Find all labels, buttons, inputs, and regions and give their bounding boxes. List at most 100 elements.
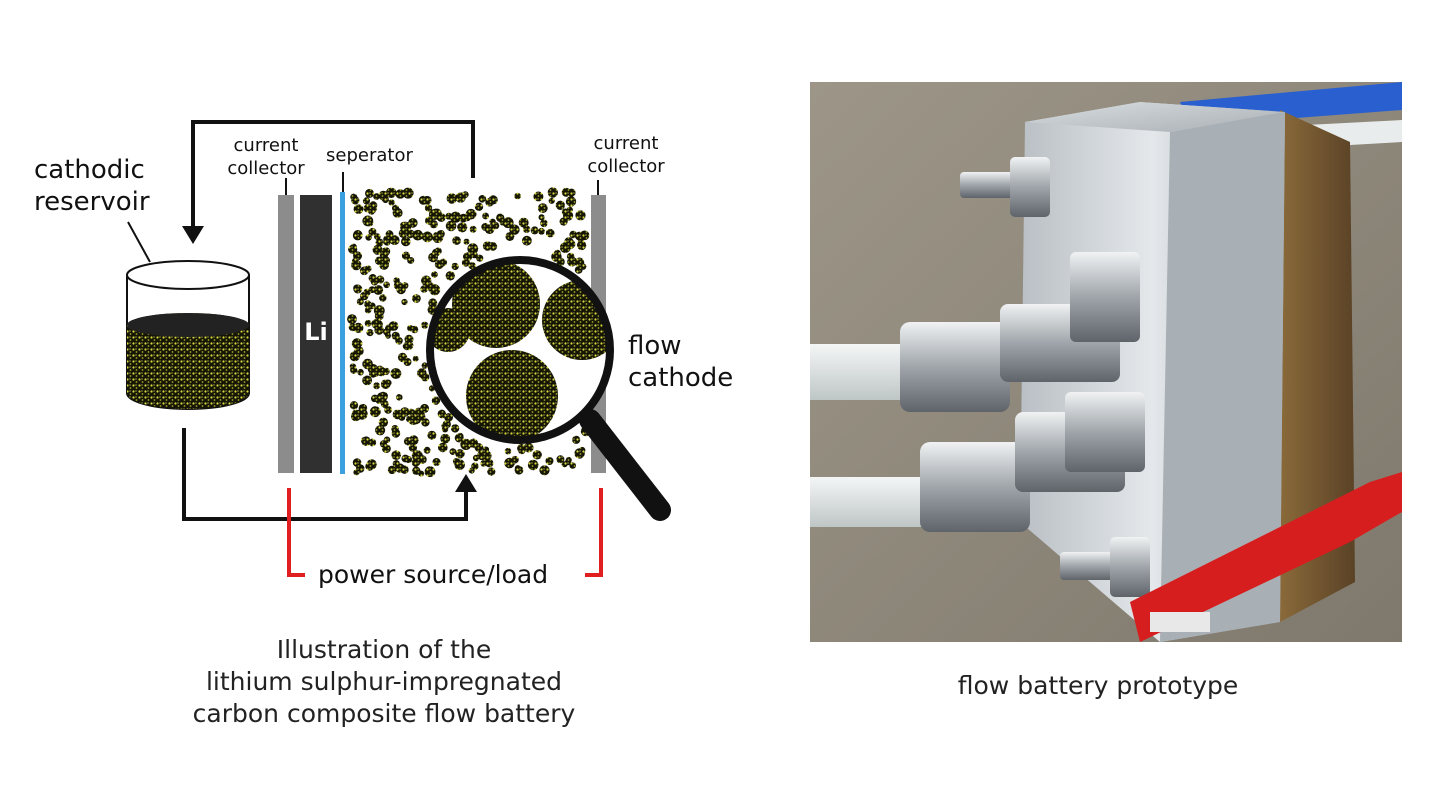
carbon-particle	[485, 197, 495, 207]
carbon-particle	[385, 230, 394, 239]
carbon-particle	[378, 417, 389, 427]
carbon-particle	[363, 204, 372, 213]
carbon-particle	[362, 375, 372, 386]
current-collector-right-label: current collector	[578, 132, 674, 178]
carbon-particle	[460, 438, 472, 450]
carbon-particle	[565, 196, 577, 207]
carbon-particle	[369, 406, 381, 418]
carbon-particle	[365, 234, 372, 241]
carbon-particle	[375, 238, 384, 247]
carbon-particle	[576, 240, 587, 251]
li-label: Li	[304, 318, 328, 346]
carbon-particle	[434, 247, 442, 255]
carbon-particle	[401, 251, 411, 260]
carbon-particle	[388, 199, 395, 206]
carbon-particle	[391, 450, 402, 461]
carbon-particle	[412, 355, 419, 362]
carbon-particle	[383, 436, 391, 444]
carbon-particle	[388, 321, 399, 331]
carbon-particle	[374, 233, 381, 240]
carbon-particle	[446, 223, 454, 231]
carbon-particle	[428, 252, 438, 263]
power-source-label: power source/load	[318, 560, 549, 589]
collector-right-line-2: collector	[587, 156, 665, 177]
carbon-particle	[514, 465, 524, 475]
carbon-particle	[489, 218, 496, 225]
carbon-particle	[373, 382, 381, 390]
carbon-particle	[545, 457, 554, 465]
carbon-particle	[420, 403, 430, 413]
carbon-particle	[523, 442, 534, 453]
carbon-particle	[476, 254, 484, 262]
carbon-particle	[553, 251, 562, 259]
carbon-particle	[396, 394, 403, 401]
carbon-particle	[469, 225, 477, 233]
carbon-particle	[564, 458, 572, 466]
carbon-particle	[384, 406, 392, 414]
flow-battery-prototype-photo	[810, 82, 1402, 642]
carbon-particle	[368, 286, 376, 294]
carbon-particle	[499, 219, 507, 226]
carbon-particle	[408, 443, 417, 452]
carbon-particle	[401, 298, 408, 306]
carbon-particle	[364, 319, 372, 327]
carbon-particle	[410, 325, 419, 334]
carbon-particle	[545, 228, 555, 238]
carbon-particle	[445, 271, 455, 281]
carbon-particle	[360, 437, 368, 444]
carbon-particle	[392, 207, 403, 218]
carbon-particle	[373, 285, 384, 295]
carbon-particle	[432, 458, 441, 466]
carbon-particle	[366, 219, 374, 227]
carbon-particle	[474, 202, 484, 211]
power-wire-right	[585, 488, 603, 577]
carbon-particle	[412, 294, 421, 303]
flow-battery-diagram: cathodic reservoir current collector sep…	[34, 120, 733, 728]
flow-arrow-down	[182, 226, 204, 244]
carbon-particle	[412, 466, 421, 475]
flow-arrow-up	[455, 474, 477, 492]
carbon-particle	[485, 459, 494, 468]
carbon-particle	[566, 206, 573, 213]
carbon-particle	[422, 195, 432, 205]
carbon-particle	[459, 213, 468, 223]
carbon-particle	[522, 235, 532, 246]
flow-loop-bottom	[182, 428, 468, 521]
li-anode	[300, 195, 332, 473]
carbon-particle	[375, 425, 386, 436]
carbon-particle	[406, 415, 413, 423]
carbon-particle	[353, 322, 364, 333]
carbon-particle	[358, 403, 368, 413]
carbon-particle	[353, 284, 360, 292]
carbon-particle	[509, 224, 520, 235]
carbon-particle	[364, 300, 372, 308]
carbon-particle	[412, 229, 424, 241]
carbon-particle	[563, 210, 574, 221]
magnifier	[426, 256, 671, 521]
carbon-particle	[383, 328, 391, 336]
carbon-particle	[349, 401, 359, 410]
carbon-particle	[514, 192, 521, 200]
carbon-particle	[364, 265, 372, 273]
carbon-particle	[383, 238, 391, 246]
carbon-particle	[539, 465, 550, 476]
carbon-particle	[463, 238, 470, 245]
carbon-particle	[429, 220, 438, 229]
carbon-particle	[387, 465, 397, 475]
carbon-particle	[471, 462, 479, 470]
carbon-particle	[578, 446, 586, 454]
diagram-caption-line-3: carbon composite flow battery	[192, 699, 576, 728]
carbon-particle	[369, 369, 377, 378]
current-collector-left	[278, 195, 294, 473]
carbon-particle	[482, 212, 489, 220]
carbon-particle	[452, 236, 461, 245]
carbon-particle	[411, 414, 422, 425]
carbon-particle	[433, 211, 442, 220]
carbon-particle	[434, 259, 444, 269]
carbon-particle	[569, 230, 577, 239]
carbon-particle	[467, 209, 477, 219]
carbon-particle	[438, 442, 448, 453]
carbon-particle	[382, 367, 390, 376]
carbon-particle	[427, 430, 437, 440]
carbon-particle	[401, 454, 410, 463]
